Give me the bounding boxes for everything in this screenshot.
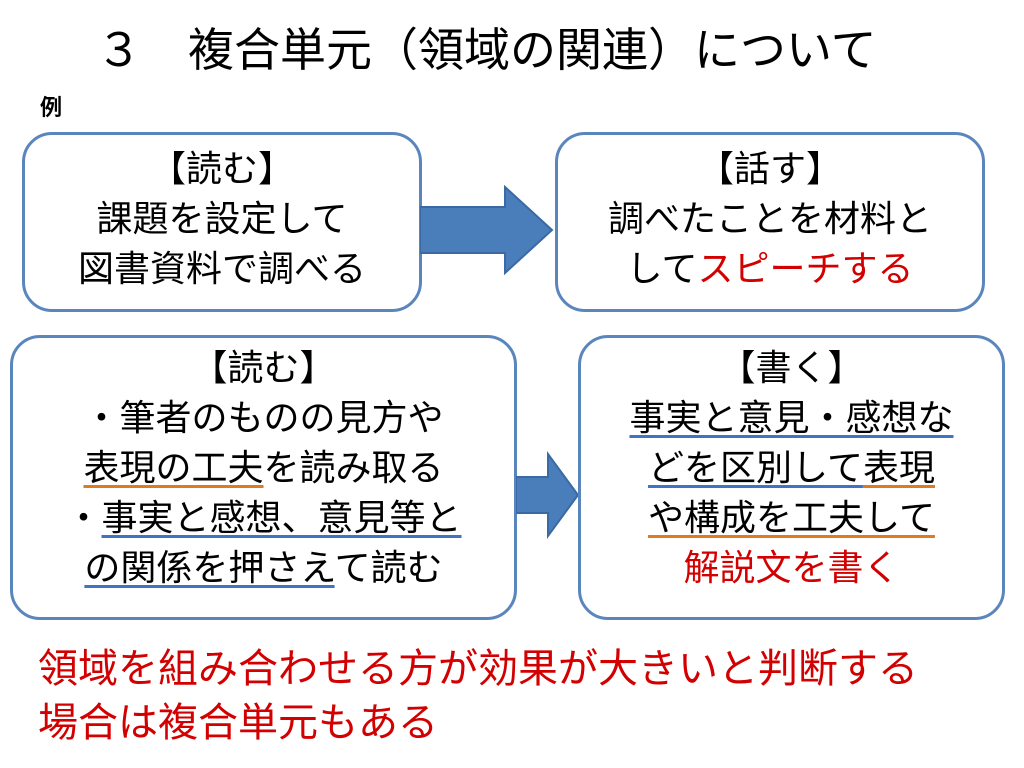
right-arrow-icon [516,450,580,540]
box-text-line: の関係を押さえて読む [13,544,514,594]
conclusion-line: 領域を組み合わせる方が効果が大きいと判断する [38,646,918,692]
box-text: ・筆者のものの見方や [83,398,444,439]
speak-box: 【話す】 調べたことを材料と してスピーチする [555,132,985,312]
underlined-text: どを区別して [648,448,863,489]
read-box-bottom: 【読む】 ・筆者のものの見方や 表現の工夫を読み取る ・事実と感想、意見等と の… [10,335,517,620]
box-heading: 【読む】 [149,149,294,190]
box-text-line: 表現の工夫を読み取る [13,444,514,494]
box-text: を読み取る [263,448,444,489]
box-text: 課題を設定して [96,199,348,240]
box-heading: 【書く】 [719,348,864,389]
right-arrow-icon [420,185,554,275]
box-text: して [626,249,698,290]
underlined-text: や構成を工夫して [648,498,935,539]
read-box-top: 【読む】 課題を設定して 図書資料で調べる [22,132,422,312]
box-text-line: ・事実と感想、意見等と [13,494,514,544]
box-text: て読む [334,548,443,589]
underlined-text: 事実と感想、意見等と [101,498,462,539]
highlight-text: スピーチする [697,249,914,290]
box-text-line: してスピーチする [558,245,982,295]
bullet: ・ [65,498,102,539]
underlined-text: 事実と意見・感想な [629,398,954,439]
conclusion-line: 場合は複合単元もある [38,700,438,746]
box-heading: 【読む】 [191,348,336,389]
page-title: ３ 複合単元（領域の関連）について [96,23,877,77]
box-heading: 【話す】 [697,149,842,190]
box-text-line: や構成を工夫して [581,494,1002,544]
underlined-text: 表現 [862,448,935,489]
underlined-text: の関係を押さえ [84,548,335,589]
box-text: 図書資料で調べる [77,249,366,290]
underlined-text: 表現の工夫 [83,448,264,489]
box-text-line: 事実と意見・感想な [581,394,1002,444]
box-text: 調べたことを材料と [607,199,932,240]
box-text-line: どを区別して表現 [581,444,1002,494]
highlight-text: 解説文を書く [683,548,900,589]
write-box: 【書く】 事実と意見・感想な どを区別して表現 や構成を工夫して 解説文を書く [578,335,1005,620]
example-label: 例 [40,96,63,121]
conclusion-text: 領域を組み合わせる方が効果が大きいと判断する 場合は複合単元もある [38,642,1018,750]
